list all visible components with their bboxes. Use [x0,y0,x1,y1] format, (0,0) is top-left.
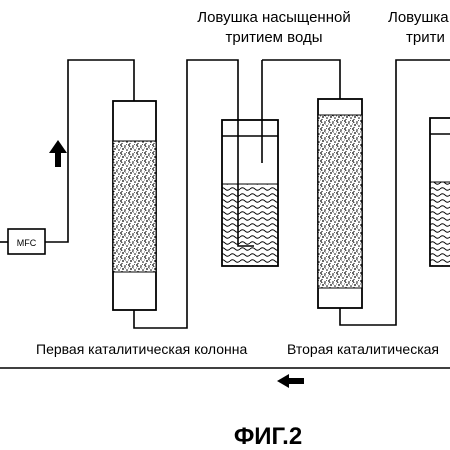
second-catalytic-column [317,98,363,309]
pipe-trap-1-to-column-2 [262,59,341,99]
left-flow-arrow [277,374,304,388]
pipe-mfc-to-column-1 [45,59,135,243]
tritium-water-trap-1 [221,60,279,267]
first-catalytic-column [112,100,157,311]
trap-1-label-line-1: Ловушка насыщенной [197,9,350,26]
pipe-column-1-to-trap-1 [133,59,239,329]
tritium-water-trap-2 [429,117,450,267]
upward-flow-arrow [49,140,67,167]
trap-2-label-line-1: Ловушка [388,9,449,26]
trap-2-label-line-2: трити [406,29,445,46]
trap-1-label-line-2: тритием воды [225,29,322,46]
mfc-label: MFC [17,238,37,248]
pipe-column-2-to-trap-2 [339,59,450,326]
first-column-label: Первая каталитическая колонна [36,341,247,357]
second-column-label: Вторая каталитическая [287,341,439,357]
figure-caption: ФИГ.2 [234,423,302,450]
